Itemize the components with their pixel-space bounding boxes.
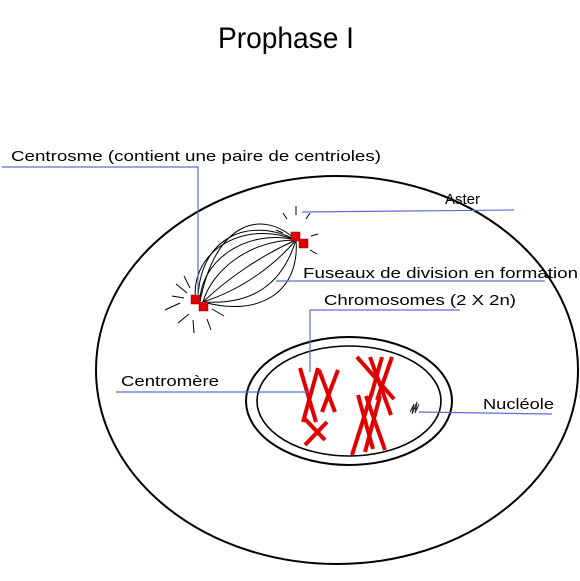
label-spindle: Fuseaux de division en formation: [303, 265, 578, 282]
nuclear-envelope-outer: [245, 336, 453, 466]
cell-membrane: [95, 175, 579, 565]
nucleolus: [409, 401, 420, 415]
nuclear-envelope-inner: [256, 345, 442, 457]
spindle-fibres: [194, 223, 297, 307]
leader-chromosomes: [309, 309, 460, 372]
label-chromosomes: Chromosomes (2 X 2n): [324, 292, 516, 309]
diagram-title: Prophase I: [218, 22, 354, 55]
leader-nucleolus: [418, 411, 553, 415]
aster-lower: [164, 275, 225, 334]
label-centrosome: Centrosme (contient une paire de centrio…: [11, 148, 381, 165]
label-centromere: Centromère: [121, 373, 219, 390]
leader-aster: [301, 209, 515, 213]
leader-lines: [2, 166, 553, 415]
label-nucleolus: Nucléole: [483, 396, 554, 413]
centrosome-lower: [190, 294, 209, 312]
chromosomes: [298, 355, 396, 456]
aster-upper: [275, 206, 319, 255]
centrosome-upper: [290, 231, 309, 249]
leader-centrosome: [2, 166, 199, 296]
label-aster: Aster: [445, 191, 480, 208]
